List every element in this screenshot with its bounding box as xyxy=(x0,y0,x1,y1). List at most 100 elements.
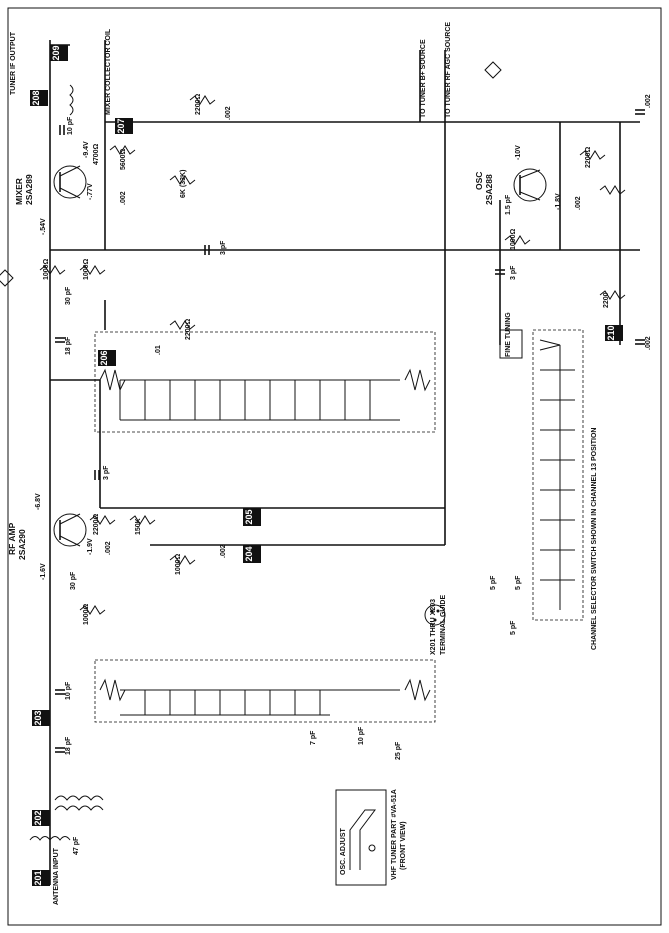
svg-text:2200Ω: 2200Ω xyxy=(195,93,202,115)
svg-text:201: 201 xyxy=(33,870,43,885)
svg-text:TERMINAL GUIDE: TERMINAL GUIDE xyxy=(440,595,447,655)
svg-text:205: 205 xyxy=(244,509,254,524)
svg-text:4700Ω: 4700Ω xyxy=(93,143,100,165)
svg-text:-1.6V: -1.6V xyxy=(40,563,47,580)
test-point-208: 208 xyxy=(30,90,48,106)
test-point-209: 209 xyxy=(50,45,68,61)
svg-text:3 pF: 3 pF xyxy=(510,265,517,280)
svg-text:206: 206 xyxy=(99,350,109,365)
label-to-b-plus: TO TUNER B+ SOURCE xyxy=(420,39,427,118)
osc-switch-section xyxy=(532,329,584,621)
label-rf-amp: RF AMP xyxy=(7,522,17,555)
svg-text:VHF TUNER PART #VA-51A: VHF TUNER PART #VA-51A xyxy=(391,789,398,880)
rf-switch-section xyxy=(94,331,436,433)
svg-text:202: 202 xyxy=(33,810,43,825)
svg-text:.002: .002 xyxy=(220,544,227,558)
svg-text:-1.8V: -1.8V xyxy=(555,193,562,210)
svg-text:5 pF: 5 pF xyxy=(510,620,517,635)
test-point-205: 205 xyxy=(243,508,261,526)
coil-l202 xyxy=(54,795,104,811)
label-channel-note: CHANNEL SELECTOR SWITCH SHOWN IN CHANNEL… xyxy=(591,428,598,650)
label-mixer-coil: MIXER COLLECTOR COIL xyxy=(105,28,112,115)
svg-text:209: 209 xyxy=(51,45,61,60)
wiring xyxy=(49,40,640,885)
source-arrows xyxy=(0,50,502,287)
capacitors xyxy=(55,109,645,753)
label-mixer: MIXER xyxy=(14,178,24,205)
svg-text:.01: .01 xyxy=(155,345,162,355)
test-point-206: 206 xyxy=(98,350,116,366)
svg-text:5 pF: 5 pF xyxy=(515,575,522,590)
svg-text:.002: .002 xyxy=(120,191,127,205)
label-osc-part: 2SA288 xyxy=(484,174,494,205)
svg-text:1000Ω: 1000Ω xyxy=(175,553,182,575)
svg-text:30 pF: 30 pF xyxy=(65,286,72,305)
svg-text:18 pF: 18 pF xyxy=(65,736,72,755)
svg-text:7 pF: 7 pF xyxy=(310,730,317,745)
label-rf-part: 2SA290 xyxy=(17,529,27,560)
svg-text:6K (33K): 6K (33K) xyxy=(180,170,187,198)
test-point-203: 203 xyxy=(32,710,50,726)
svg-text:X201 THRU X203: X201 THRU X203 xyxy=(430,599,437,655)
svg-text:25 pF: 25 pF xyxy=(395,741,402,760)
svg-text:1.5 pF: 1.5 pF xyxy=(505,194,512,215)
svg-text:-9.4V: -9.4V xyxy=(83,141,90,158)
label-mixer-part: 2SA289 xyxy=(24,174,34,205)
mixer-transistor xyxy=(53,165,87,199)
label-fine-tuning: FINE TUNING xyxy=(505,312,512,357)
svg-text:2200Ω: 2200Ω xyxy=(185,318,192,340)
svg-text:.002: .002 xyxy=(105,541,112,555)
svg-text:-6.8V: -6.8V xyxy=(35,493,42,510)
svg-text:47 pF: 47 pF xyxy=(73,836,80,855)
svg-text:207: 207 xyxy=(116,118,126,133)
svg-text:1000Ω: 1000Ω xyxy=(83,603,90,625)
coil-l201 xyxy=(29,836,71,841)
svg-text:10 pF: 10 pF xyxy=(65,681,72,700)
test-point-204: 204 xyxy=(243,545,261,563)
svg-text:-.77V: -.77V xyxy=(87,183,94,200)
voltages: -9.4V -.77V -.54V -10V -1.8V -6.8V -1.9V… xyxy=(35,141,562,580)
svg-text:10 pF: 10 pF xyxy=(358,726,365,745)
svg-text:.002: .002 xyxy=(225,106,232,120)
svg-text:30 pF: 30 pF xyxy=(70,571,77,590)
svg-text:210: 210 xyxy=(606,325,616,340)
label-tuner-if-output: TUNER IF OUTPUT xyxy=(10,31,17,95)
label-osc: OSC xyxy=(474,172,484,190)
svg-text:2200Ω: 2200Ω xyxy=(93,513,100,535)
rf-amp-transistor xyxy=(53,513,87,547)
svg-text:5 pF: 5 pF xyxy=(490,575,497,590)
svg-text:2200Ω: 2200Ω xyxy=(585,146,592,168)
label-antenna-input: ANTENNA INPUT xyxy=(53,847,60,905)
fine-tuning-box xyxy=(499,329,523,359)
test-point-210: 210 xyxy=(605,325,623,341)
svg-text:208: 208 xyxy=(31,90,41,105)
svg-text:2200: 2200 xyxy=(603,292,610,308)
svg-text:18 pF: 18 pF xyxy=(65,336,72,355)
svg-text:(FRONT VIEW): (FRONT VIEW) xyxy=(400,821,407,870)
svg-text:.002: .002 xyxy=(645,94,652,108)
svg-text:OSC. ADJUST: OSC. ADJUST xyxy=(340,827,347,875)
svg-text:.002: .002 xyxy=(575,196,582,210)
svg-text:1000Ω: 1000Ω xyxy=(510,228,517,250)
svg-text:-.54V: -.54V xyxy=(40,218,47,235)
coil-l203 xyxy=(69,84,74,116)
svg-text:204: 204 xyxy=(244,546,254,561)
svg-text:10 pF: 10 pF xyxy=(67,116,74,135)
svg-text:-1.9V: -1.9V xyxy=(87,538,94,555)
terminal-guide: X201 THRU X203 TERMINAL GUIDE xyxy=(424,595,447,655)
page-border xyxy=(7,7,662,926)
svg-text:3 pF: 3 pF xyxy=(103,465,110,480)
osc-adjust-diagram: OSC. ADJUST VHF TUNER PART #VA-51A (FRON… xyxy=(335,789,407,886)
svg-text:3 pF: 3 pF xyxy=(220,240,227,255)
component-values: 2200Ω 4700Ω 5600Ω 6K (33K) 1000Ω 1000Ω 2… xyxy=(43,93,652,855)
test-point-202: 202 xyxy=(32,810,50,826)
svg-text:5600Ω: 5600Ω xyxy=(120,148,127,170)
label-to-agc: TO TUNER RF AGC SOURCE xyxy=(445,22,452,118)
svg-text:.002: .002 xyxy=(645,336,652,350)
svg-text:-10V: -10V xyxy=(515,145,522,160)
svg-text:1000Ω: 1000Ω xyxy=(43,258,50,280)
test-point-201: 201 xyxy=(32,870,50,886)
antenna-switch-section xyxy=(94,659,436,723)
resistors xyxy=(39,95,626,615)
svg-text:1000Ω: 1000Ω xyxy=(83,258,90,280)
